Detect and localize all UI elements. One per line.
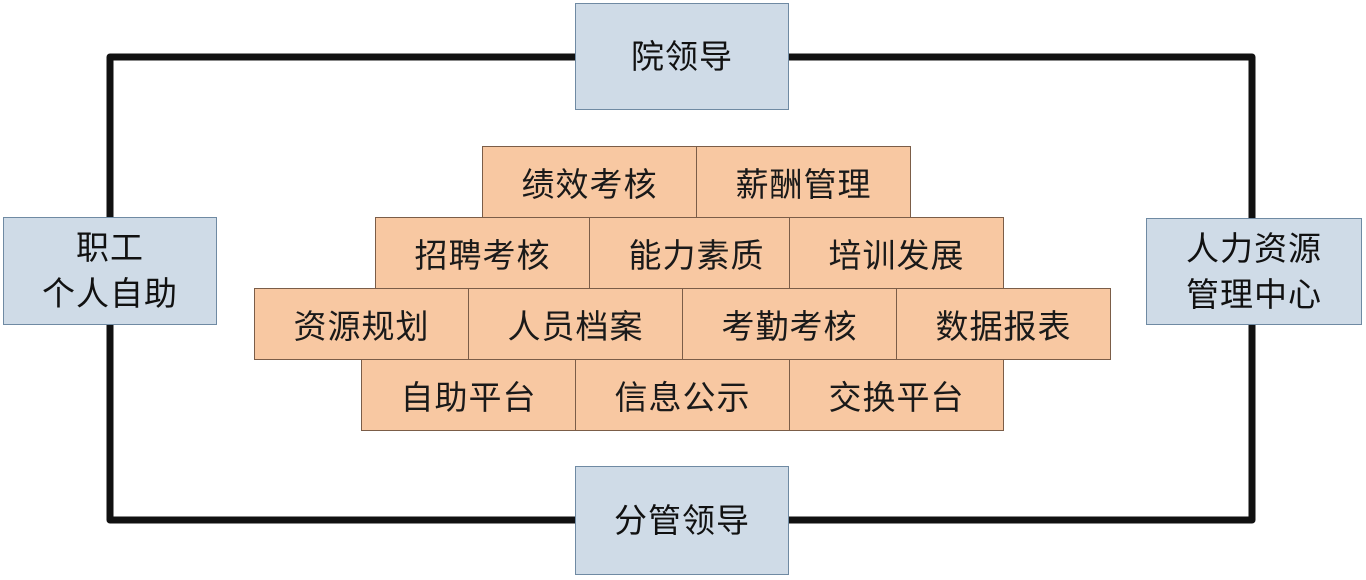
module-personnel-files: 人员档案 [468, 288, 683, 360]
node-hr-management-center-line-2: 管理中心 [1186, 274, 1322, 314]
node-employee-self-service: 职工 个人自助 [3, 217, 217, 325]
module-recruitment-appraisal: 招聘考核 [375, 217, 590, 289]
node-employee-self-service-line-2: 个人自助 [42, 274, 178, 313]
module-information-disclosure: 信息公示 [575, 359, 790, 431]
node-hr-management-center-line-1: 人力资源 [1186, 228, 1322, 268]
connector-top-left [106, 53, 579, 221]
module-training-development: 培训发展 [789, 217, 1004, 289]
connector-bottom-left [106, 321, 579, 524]
connector-top-right [785, 53, 1256, 222]
connector-bottom-right [785, 321, 1256, 524]
module-competency-quality: 能力素质 [589, 217, 804, 289]
node-department-leadership-label: 分管领导 [614, 500, 750, 540]
node-hr-management-center: 人力资源 管理中心 [1146, 218, 1362, 325]
node-dean-leadership-label: 院领导 [631, 36, 733, 76]
node-employee-self-service-line-1: 职工 [76, 228, 144, 267]
module-data-reports: 数据报表 [896, 288, 1111, 360]
node-dean-leadership: 院领导 [575, 3, 789, 110]
module-performance-appraisal: 绩效考核 [482, 146, 697, 218]
module-exchange-platform: 交换平台 [789, 359, 1004, 431]
module-resource-planning: 资源规划 [254, 288, 469, 360]
node-department-leadership: 分管领导 [575, 466, 789, 575]
module-self-service-platform: 自助平台 [361, 359, 576, 431]
module-attendance-appraisal: 考勤考核 [682, 288, 897, 360]
module-compensation-management: 薪酬管理 [696, 146, 911, 218]
